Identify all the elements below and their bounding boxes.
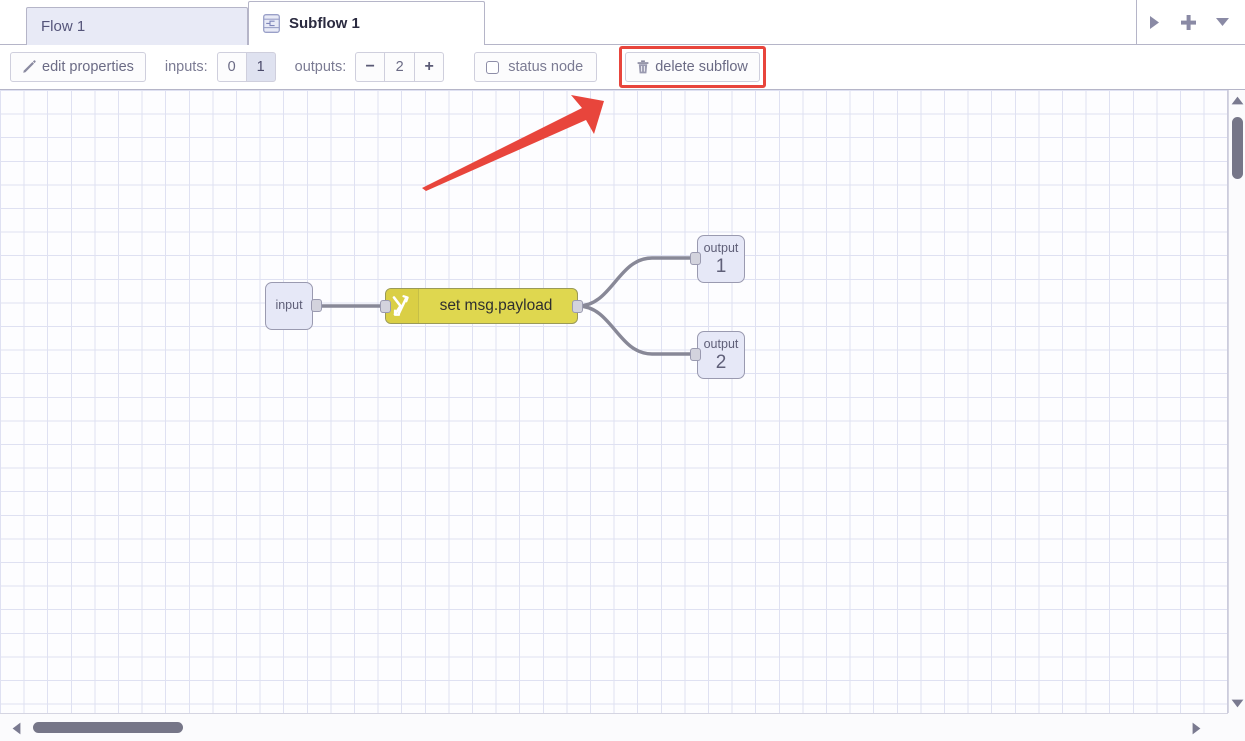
- scroll-right-arrow-icon[interactable]: [1188, 720, 1204, 736]
- status-node-label: status node: [508, 59, 584, 75]
- edit-properties-label: edit properties: [42, 59, 134, 75]
- tab-bar-actions: [1136, 0, 1245, 44]
- status-node-checkbox[interactable]: [486, 60, 500, 74]
- subflow-canvas[interactable]: input set msg.payload output 1: [0, 90, 1228, 713]
- input-node-output-port[interactable]: [311, 299, 322, 312]
- change-node-input-port[interactable]: [380, 300, 391, 313]
- scrollbar-corner: [1228, 713, 1245, 741]
- subflow-output-node-2-label: output: [703, 337, 739, 351]
- horizontal-scroll-thumb[interactable]: [33, 722, 183, 733]
- tab-list: Flow 1 Subflow 1: [0, 0, 485, 46]
- change-node-output-port[interactable]: [572, 300, 583, 313]
- canvas-graphics: [320, 95, 700, 356]
- subflow-input-node[interactable]: input: [265, 282, 325, 330]
- subflow-output-node-1[interactable]: output 1: [690, 235, 745, 283]
- tab-flow-1-label: Flow 1: [41, 18, 86, 35]
- edit-properties-button[interactable]: edit properties: [10, 52, 146, 82]
- subflow-input-node-label: input: [275, 298, 303, 312]
- inputs-option-1[interactable]: 1: [245, 52, 276, 82]
- delete-subflow-button[interactable]: delete subflow: [625, 52, 760, 82]
- outputs-label: outputs:: [294, 59, 347, 75]
- subflow-output-node-1-number: 1: [715, 256, 727, 277]
- horizontal-scrollbar[interactable]: [0, 713, 1228, 741]
- scroll-left-arrow-icon[interactable]: [8, 720, 24, 736]
- outputs-stepper[interactable]: − 2 +: [355, 52, 445, 82]
- subflow-output-node-2-number: 2: [715, 352, 727, 373]
- trash-icon: [637, 60, 649, 74]
- tab-subflow-1-label: Subflow 1: [289, 15, 360, 32]
- play-icon[interactable]: [1137, 0, 1171, 44]
- subflow-icon: [263, 14, 280, 33]
- inputs-label: inputs:: [164, 59, 208, 75]
- change-node[interactable]: set msg.payload: [380, 288, 583, 324]
- delete-subflow-label: delete subflow: [655, 59, 748, 75]
- tab-flow-1[interactable]: Flow 1: [26, 7, 248, 45]
- inputs-option-0[interactable]: 0: [216, 52, 247, 82]
- outputs-increment-button[interactable]: +: [414, 52, 445, 82]
- change-shuffle-icon: [386, 289, 419, 323]
- delete-subflow-highlight: delete subflow: [619, 46, 766, 88]
- annotation-arrow: [422, 95, 604, 191]
- scroll-down-arrow-icon[interactable]: [1229, 695, 1245, 711]
- outputs-decrement-button[interactable]: −: [355, 52, 386, 82]
- wire-change-to-output-1: [576, 256, 700, 308]
- subflow-output-node-2[interactable]: output 2: [690, 331, 745, 379]
- change-node-label: set msg.payload: [439, 297, 553, 314]
- vertical-scroll-thumb[interactable]: [1232, 117, 1243, 179]
- tab-menu-icon[interactable]: [1205, 0, 1239, 44]
- output-node-1-input-port[interactable]: [690, 252, 701, 265]
- scroll-up-arrow-icon[interactable]: [1229, 92, 1245, 108]
- inputs-selector[interactable]: 0 1: [216, 52, 276, 82]
- status-node-toggle[interactable]: status node: [474, 52, 598, 82]
- add-tab-icon[interactable]: [1171, 0, 1205, 44]
- vertical-scrollbar[interactable]: [1228, 90, 1245, 713]
- output-node-2-input-port[interactable]: [690, 348, 701, 361]
- tab-bar: Flow 1 Subflow 1: [0, 0, 1245, 46]
- pencil-icon: [22, 60, 36, 74]
- subflow-toolbar: edit properties inputs: 0 1 outputs: − 2…: [0, 45, 1245, 90]
- tab-subflow-1[interactable]: Subflow 1: [248, 1, 485, 46]
- wire-change-to-output-2: [576, 304, 700, 356]
- subflow-output-node-1-label: output: [703, 241, 739, 255]
- outputs-value: 2: [384, 52, 416, 82]
